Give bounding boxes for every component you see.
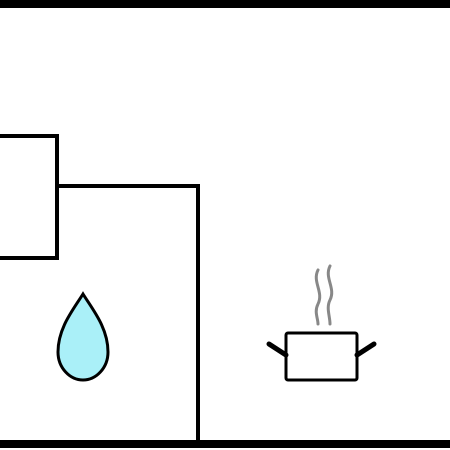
pot-handle-left [266, 341, 289, 358]
center-room-wall [57, 184, 200, 440]
water-drop-icon [56, 291, 110, 382]
steam-wisp-right [326, 264, 334, 326]
steam-icon [314, 264, 334, 326]
left-small-box [0, 134, 59, 260]
pot-handle-right [354, 341, 377, 358]
steam-wisp-left [314, 268, 322, 326]
cooking-pot-icon [266, 331, 377, 382]
pot-body [284, 331, 359, 382]
